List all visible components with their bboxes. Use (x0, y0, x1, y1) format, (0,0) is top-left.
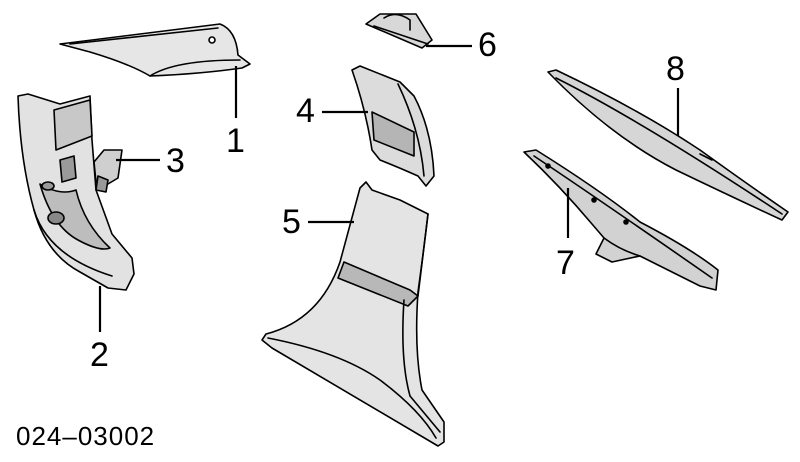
reference-code: 024–03002 (16, 421, 156, 451)
leader-lines (98, 44, 680, 332)
callout-5: 5 (282, 203, 301, 241)
callout-1: 1 (226, 122, 245, 160)
callout-7: 7 (556, 244, 575, 282)
callout-8: 8 (666, 50, 685, 88)
callout-4: 4 (296, 92, 315, 130)
part-7-sill-plate (523, 149, 719, 291)
part-1-upper-trim (59, 23, 251, 77)
part-3-clip (93, 149, 123, 193)
part-8-sill-strip (547, 69, 789, 221)
part-4-trim-piece (351, 65, 435, 187)
callout-6: 6 (478, 26, 497, 64)
callout-2: 2 (90, 336, 109, 374)
part-6-clip-strip (365, 13, 433, 49)
part-5-pillar-trim (261, 181, 445, 447)
callout-3: 3 (166, 142, 185, 180)
part-2-kick-panel (17, 93, 135, 291)
